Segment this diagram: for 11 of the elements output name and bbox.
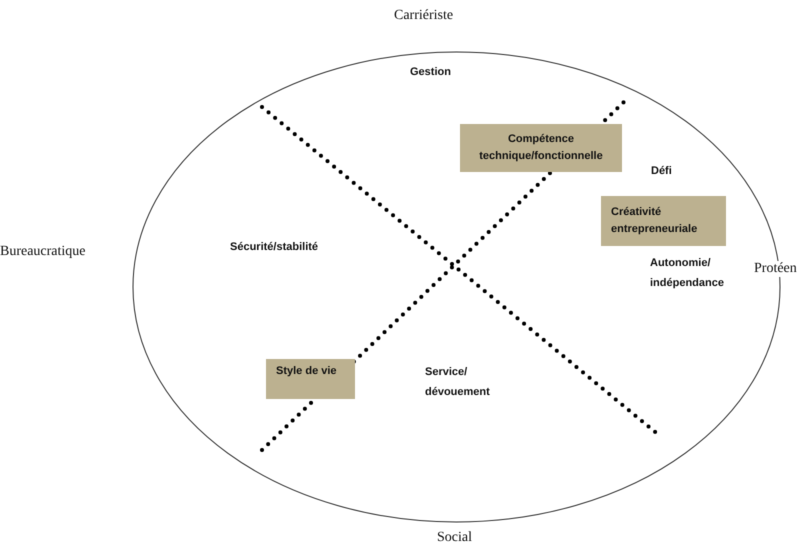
- axis-label: Social: [437, 530, 472, 546]
- anchor-box: Compétence technique/fonctionnelle: [460, 124, 622, 172]
- anchor-label: Service/ dévouement: [425, 365, 491, 400]
- axis-label: Bureaucratique: [0, 244, 86, 260]
- anchor-box: Style de vie: [266, 359, 355, 399]
- axis-label: Carriériste: [394, 8, 454, 24]
- anchor-label: Gestion: [410, 65, 451, 80]
- anchor-label: Sécurité/stabilité: [230, 240, 318, 255]
- anchor-box: Créativité entrepreneuriale: [601, 196, 726, 246]
- anchor-label: Défi: [651, 164, 672, 179]
- axis-label: Protéen: [752, 261, 799, 277]
